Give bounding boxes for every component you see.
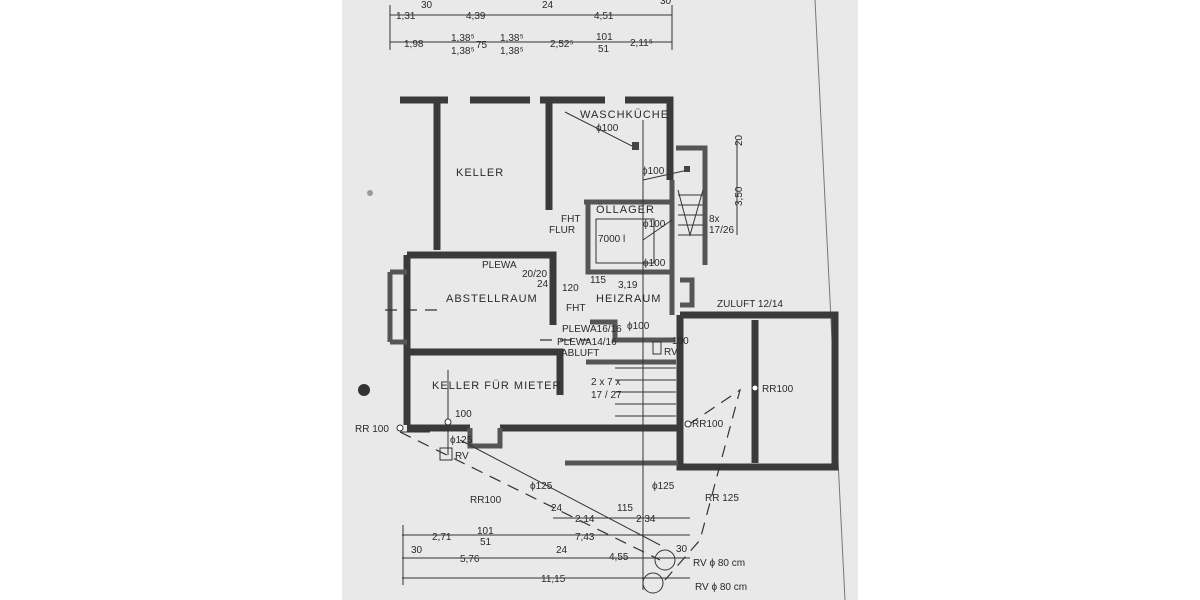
dim-label: 3,50	[734, 186, 745, 206]
dim-label: 1,38⁵	[500, 46, 524, 57]
room-abstellraum: ABSTELLRAUM	[446, 293, 538, 305]
dim-label: 30	[660, 0, 672, 7]
walls	[387, 96, 839, 590]
dim-label: 2,11⁵	[630, 38, 653, 49]
pipe-label: 100	[455, 409, 472, 420]
annotations: ϕ100 ϕ100 ϕ100 ϕ100 ϕ100 100 FHT FHT PLE…	[355, 123, 794, 506]
plewa-label: PLEWA14/16	[557, 337, 617, 348]
stairs-label: 2 x 7 x	[591, 377, 620, 388]
dim-label: 2,14	[575, 514, 595, 525]
dim-label: 75	[476, 40, 488, 51]
dim-label: 51	[480, 537, 492, 548]
dim-label: 30	[421, 0, 433, 11]
dim-label: 1,38⁵	[451, 33, 475, 44]
dim-label: 30	[676, 544, 688, 555]
pipe-label: ϕ100	[627, 321, 650, 332]
top-dimensions: 1,31 30 4,39 24 4,51 30 1,98 1,38⁵ 1,38⁵…	[389, 0, 673, 57]
pipe-label: RR100	[470, 495, 502, 506]
dim-label: 24	[556, 545, 568, 556]
stairs-upper	[677, 189, 704, 237]
inspection-shaft	[654, 549, 676, 571]
abluft-label: ABLUFT	[561, 348, 599, 359]
pipe-label: ϕ100	[643, 258, 666, 269]
dim-label: 4,55	[609, 552, 629, 563]
stairs-label: 8x	[709, 214, 720, 225]
room-keller: KELLER	[456, 167, 504, 179]
dim-label: 51	[598, 44, 610, 55]
fht-label: FHT	[561, 214, 580, 225]
dim-label: 1,38⁵	[451, 46, 475, 57]
dim-label: 1,38⁵	[500, 33, 524, 44]
punch-hole	[367, 190, 373, 196]
pipe-label: 100	[672, 336, 689, 347]
room-ollager: ÖLLAGER	[596, 204, 655, 216]
fht-label: FHT	[566, 303, 585, 314]
plewa-size: 20/20	[522, 269, 547, 280]
pipe-label: ϕ125	[530, 481, 553, 492]
room-waschkueche: WASCHKÜCHE	[580, 109, 669, 121]
dim-label: 24	[551, 503, 563, 514]
pipe-label: RR 125	[705, 493, 739, 504]
room-labels: KELLER WASCHKÜCHE ÖLLAGER 7000 l FLUR AB…	[432, 109, 669, 392]
dim-label: 115	[590, 275, 606, 286]
dim-label: 120	[562, 283, 579, 294]
pipe-label: ϕ100	[642, 166, 665, 177]
dim-label: 2,34	[636, 514, 656, 525]
dim-label: 1,98	[404, 39, 424, 50]
pipe-label: RR100	[692, 419, 724, 430]
rv-label: RV	[664, 347, 678, 358]
room-keller-fuer-mieter: KELLER FÜR MIETER	[432, 380, 561, 392]
dim-label: 4,39	[466, 11, 486, 22]
dim-label: 2,52⁵	[550, 39, 574, 50]
dim-label: 2,71	[432, 532, 452, 543]
dim-label: 101	[477, 526, 494, 537]
plewa-label: PLEWA16/16	[562, 324, 622, 335]
stairs-lower	[615, 367, 676, 417]
room-flur: FLUR	[549, 225, 575, 236]
rv-label: RV	[455, 451, 469, 462]
pipe-label: ϕ100	[643, 219, 666, 230]
pipes	[385, 111, 759, 594]
bottom-dimensions: 24 2,14 115 2,34 2,71 101 51 7,43 30 5,7…	[402, 503, 747, 593]
pipe-label: ϕ125	[652, 481, 675, 492]
oil-tank	[595, 218, 655, 264]
zuluft-label: ZULUFT 12/14	[717, 299, 783, 310]
dim-label: 4,51	[594, 11, 614, 22]
plewa-label: PLEWA	[482, 260, 517, 271]
pipe-label: ϕ100	[596, 123, 619, 134]
tank-capacity: 7000 l	[598, 234, 625, 245]
stairs-label: 17 / 27	[591, 390, 622, 401]
dim-label: 24	[542, 0, 554, 11]
punch-hole	[358, 384, 370, 396]
dim-label: 115	[617, 503, 633, 514]
dim-label: 30	[411, 545, 423, 556]
stairs-label: 17/26	[709, 225, 734, 236]
dim-label: 1,31	[396, 11, 416, 22]
shaft-label: RV ϕ 80 cm	[695, 582, 747, 593]
shaft-label: RV ϕ 80 cm	[693, 558, 745, 569]
sheet-fold-line	[814, 0, 846, 600]
plewa-size: 24	[537, 279, 549, 290]
pipe-label: RR 100	[355, 424, 389, 435]
dim-label: 3,19	[618, 280, 638, 291]
dim-label: 20	[734, 134, 745, 146]
dim-label: 11,15	[541, 574, 566, 585]
dim-label: 5,76	[460, 554, 480, 565]
pipe-label: ϕ125	[450, 435, 473, 446]
pipe-label: RR100	[762, 384, 794, 395]
dim-label: 7,43	[575, 532, 595, 543]
dim-label: 101	[596, 32, 613, 43]
inspection-shaft	[642, 572, 664, 594]
room-heizraum: HEIZRAUM	[596, 293, 661, 305]
